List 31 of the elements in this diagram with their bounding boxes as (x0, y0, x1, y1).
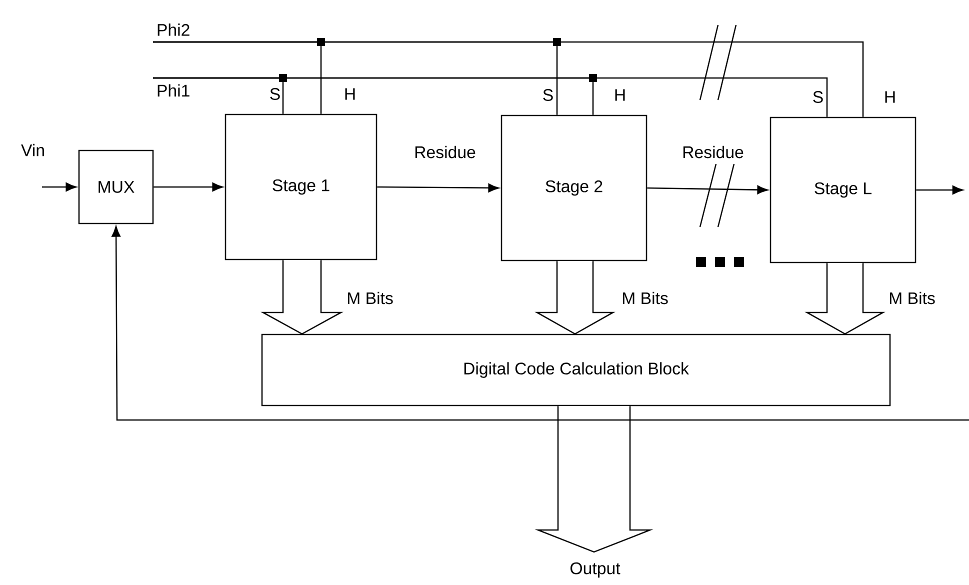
bus-arrow (804, 262, 886, 335)
bus-arrow (534, 260, 616, 335)
edge-label: M Bits (345, 290, 395, 306)
clock-line (153, 41, 864, 117)
bus-arrow (534, 406, 654, 553)
arrow (377, 183, 499, 192)
port-label: S (270, 88, 280, 100)
edge-label: Vin (20, 142, 46, 158)
edge-label: Residue (412, 144, 478, 160)
port-label: H (345, 88, 355, 100)
stage-box: Stage L (770, 116, 916, 264)
edge-label: Output (568, 560, 622, 580)
mux-box: MUX (78, 150, 154, 224)
edge-label: M Bits (620, 290, 670, 306)
stage-box: Stage 2 (500, 114, 648, 262)
signal-name: Phi1 (158, 84, 190, 96)
signal-name: Phi2 (158, 24, 190, 36)
port-label: S (813, 91, 823, 103)
stage-box: Stage 1 (224, 114, 378, 260)
arrow (154, 182, 223, 192)
arrow (112, 226, 969, 421)
arrow (916, 186, 964, 194)
arrow (42, 182, 76, 192)
port-label: H (615, 89, 625, 101)
edge-label: M Bits (887, 290, 937, 306)
arrow (647, 185, 768, 194)
bus-arrow (260, 260, 344, 335)
port-label: S (543, 89, 553, 101)
clock-line (153, 77, 828, 117)
calculation-block: Digital Code Calculation Block (261, 334, 891, 406)
edge-label: Residue (680, 144, 746, 160)
